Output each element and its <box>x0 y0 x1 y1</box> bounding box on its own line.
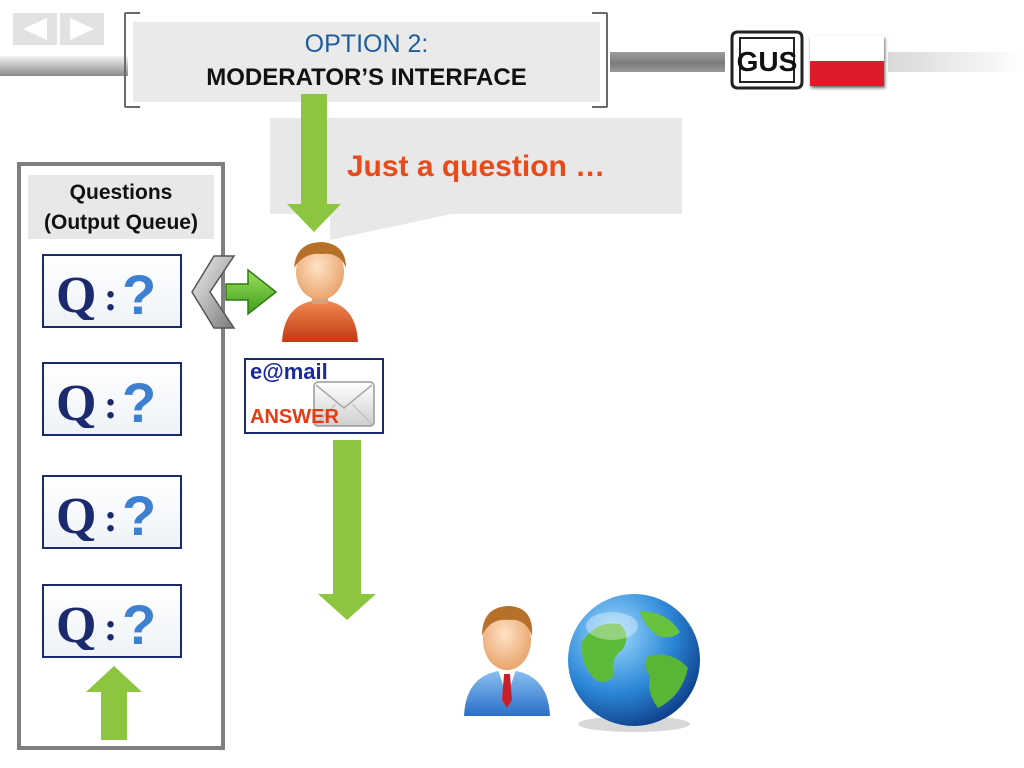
q-question-icon: Q : ? <box>56 263 156 320</box>
svg-text::: : <box>104 274 117 319</box>
speech-bubble-text: Just a question … <box>346 150 606 183</box>
svg-text::: : <box>104 382 117 427</box>
svg-text:GUS: GUS <box>737 46 798 77</box>
gus-logo: GUS <box>730 28 804 92</box>
export-arrow-icon <box>191 255 278 329</box>
question-card[interactable]: Q : ? <box>42 475 182 549</box>
svg-text::: : <box>104 495 117 540</box>
svg-text:?: ? <box>122 593 156 650</box>
answer-label: ANSWER <box>250 406 339 428</box>
question-queue-panel <box>17 162 225 750</box>
q-question-icon: Q : ? <box>56 484 156 541</box>
queue-title: Questions (Output Queue) <box>44 181 198 234</box>
question-card[interactable]: Q : ? <box>42 362 182 436</box>
q-question-icon: Q : ? <box>56 593 156 650</box>
header-stripe-left <box>0 56 128 76</box>
previous-slide-button[interactable] <box>13 13 57 45</box>
svg-text:Q: Q <box>56 375 96 428</box>
svg-text:Q: Q <box>56 488 96 541</box>
arrow-down-to-user <box>318 440 376 620</box>
header-stripe-middle <box>610 52 725 72</box>
queue-header <box>28 175 214 239</box>
header-stripe-right <box>888 52 1024 72</box>
moderator-person-icon <box>282 242 358 342</box>
next-slide-button[interactable] <box>60 13 104 45</box>
globe-icon <box>568 594 700 732</box>
speech-bubble <box>270 118 682 214</box>
svg-text:?: ? <box>122 371 156 428</box>
svg-text:Q: Q <box>56 597 96 650</box>
svg-text:Q: Q <box>56 267 96 320</box>
triangle-right-icon <box>60 13 104 45</box>
page-title: MODERATOR’S INTERFACE <box>206 64 527 91</box>
title-panel <box>133 22 600 102</box>
triangle-left-icon <box>13 13 57 45</box>
question-card[interactable]: Q : ? <box>42 584 182 658</box>
svg-text::: : <box>104 604 117 649</box>
page-title-option: OPTION 2: <box>304 30 429 58</box>
svg-text:?: ? <box>122 484 156 541</box>
svg-text:?: ? <box>122 263 156 320</box>
email-label: e@mail <box>250 359 328 384</box>
question-card[interactable]: Q : ? <box>42 254 182 328</box>
user-person-icon <box>464 606 550 716</box>
poland-flag-icon <box>810 36 884 86</box>
envelope-icon <box>313 381 375 427</box>
q-question-icon: Q : ? <box>56 371 156 428</box>
